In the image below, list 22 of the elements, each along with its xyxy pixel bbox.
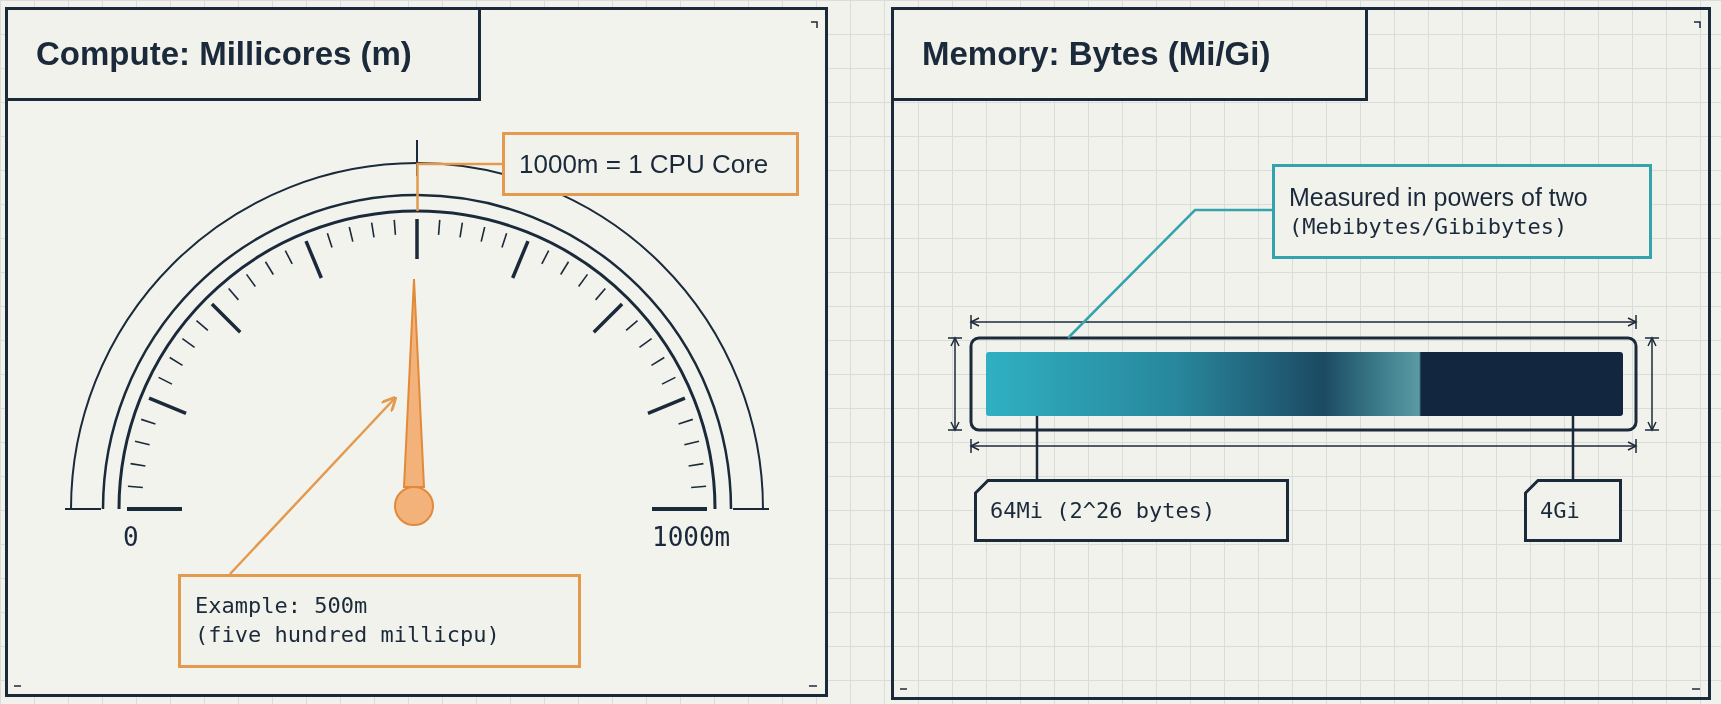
value-tag: 64Mi (2^26 bytes) [974,479,1289,542]
callout-text: (Mebibytes/Gibibytes) [1289,213,1569,242]
panel-title: Compute: Millicores (m) [5,7,481,101]
leader-line [416,162,502,211]
value-tag: 4Gi [1524,479,1622,542]
callout-box [178,574,581,668]
callout-label: 1000m = 1 CPU Core [502,132,799,196]
callout-text: Measured in powers of two [1289,181,1589,213]
needle-drawing [392,278,436,527]
callout-text: Example: 500m [195,592,369,621]
panel [5,7,828,697]
scale-label: 1000m [652,522,731,552]
leader-line [1035,416,1039,479]
callout-box [1272,164,1652,259]
leader-arrow [229,395,398,575]
callout-text: (five hundred millicpu) [195,621,501,649]
leader-line [1067,208,1272,339]
leader-line [1571,416,1575,479]
panel-title: Memory: Bytes (Mi/Gi) [891,7,1368,101]
memory-bar [986,352,1623,416]
panel [891,7,1711,700]
scale-label: 0 [123,522,139,552]
